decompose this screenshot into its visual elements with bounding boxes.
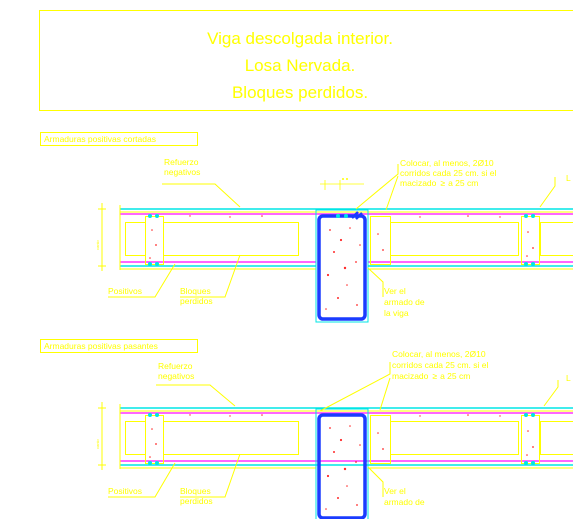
section-2-header: Armaduras positivas pasantes bbox=[44, 341, 158, 351]
section-2-dimension: canto bbox=[95, 402, 106, 470]
section-1-dim-label: canto bbox=[95, 239, 100, 250]
section-1-beam-stirrup bbox=[317, 214, 367, 321]
section-2-colocar-line-1: Colocar, al menos, 2Ø10 bbox=[392, 349, 486, 359]
section-1-perdidos-label: perdidos bbox=[180, 296, 213, 306]
section-1-ver-line-2: armado de bbox=[384, 297, 425, 307]
title-line-1: Viga descolgada interior. bbox=[207, 29, 393, 48]
section-2-leaders bbox=[108, 362, 559, 498]
section-2-hollow-blocks bbox=[125, 421, 573, 455]
section-2-colocar-line-3: macizado≥a 25 cm bbox=[392, 371, 470, 381]
section-1-rib-right bbox=[521, 216, 540, 265]
section-2-dim-label: canto bbox=[95, 438, 100, 449]
section-1-hollow-blocks bbox=[125, 222, 573, 256]
section-1-refuerzo-label: Refuerzo bbox=[164, 157, 199, 167]
section-1-colocar-line-2: corridos cada 25 cm. si el bbox=[400, 168, 496, 178]
title-line-3: Bloques perdidos. bbox=[232, 83, 368, 102]
section-2-ver-line-1: Ver el bbox=[384, 486, 406, 496]
title-line-2: Losa Nervada. bbox=[245, 56, 356, 75]
section-1-edge-label: L bbox=[566, 173, 571, 183]
section-2-beam bbox=[315, 408, 369, 519]
section-2-positivos-label: Positivos bbox=[108, 486, 142, 496]
section-1-ver-line-1: Ver el bbox=[384, 286, 406, 296]
section-1-dimension: canto bbox=[95, 178, 364, 271]
section-1-stirrup-hook bbox=[351, 211, 363, 220]
section-2-rib-right bbox=[521, 415, 540, 464]
section-2-edge-label: L bbox=[566, 373, 571, 383]
section-1-beam bbox=[315, 209, 369, 323]
section-2-slab bbox=[119, 404, 573, 469]
section-2-bloques-label: Bloques bbox=[180, 486, 211, 496]
section-1-slab bbox=[119, 205, 573, 270]
section-2-rib-left bbox=[145, 415, 164, 464]
section-1-bloques-label: Bloques bbox=[180, 286, 211, 296]
title-frame bbox=[39, 10, 573, 111]
section-1-leaders bbox=[108, 164, 556, 298]
section-1-rebar-dots bbox=[148, 214, 535, 266]
section-1-colocar-line-3: macizado≥a 25 cm bbox=[400, 178, 478, 188]
section-1-header: Armaduras positivas cortadas bbox=[44, 134, 156, 144]
section-1-rib-left bbox=[145, 216, 164, 265]
section-1-colocar-line-1: Colocar, al menos, 2Ø10 bbox=[400, 158, 494, 168]
section-1-negativos-label: negativos bbox=[164, 167, 200, 177]
section-2-refuerzo-label: Refuerzo bbox=[158, 361, 193, 371]
section-2-beam-stirrup bbox=[317, 413, 367, 519]
section-2-detail: Armaduras positivas pasantes bbox=[40, 339, 573, 519]
section-2-negativos-label: negativos bbox=[158, 371, 194, 381]
section-1-positivos-label: Positivos bbox=[108, 286, 142, 296]
section-1-header-frame bbox=[40, 132, 198, 146]
title-block: Viga descolgada interior. Losa Nervada. … bbox=[39, 10, 573, 111]
section-1-detail: Armaduras positivas cortadas bbox=[40, 132, 573, 323]
section-1-concrete-dots bbox=[149, 215, 534, 310]
section-2-colocar-line-2: corridos cada 25 cm. si el bbox=[392, 360, 488, 370]
section-2-ver-line-2: armado de bbox=[384, 497, 425, 507]
section-2-perdidos-label: perdidos bbox=[180, 496, 213, 506]
section-2-rebar-dots bbox=[148, 413, 535, 465]
section-2-header-frame bbox=[40, 339, 198, 353]
section-1-ver-line-3: la viga bbox=[384, 308, 409, 318]
section-2-concrete-dots bbox=[149, 414, 534, 510]
